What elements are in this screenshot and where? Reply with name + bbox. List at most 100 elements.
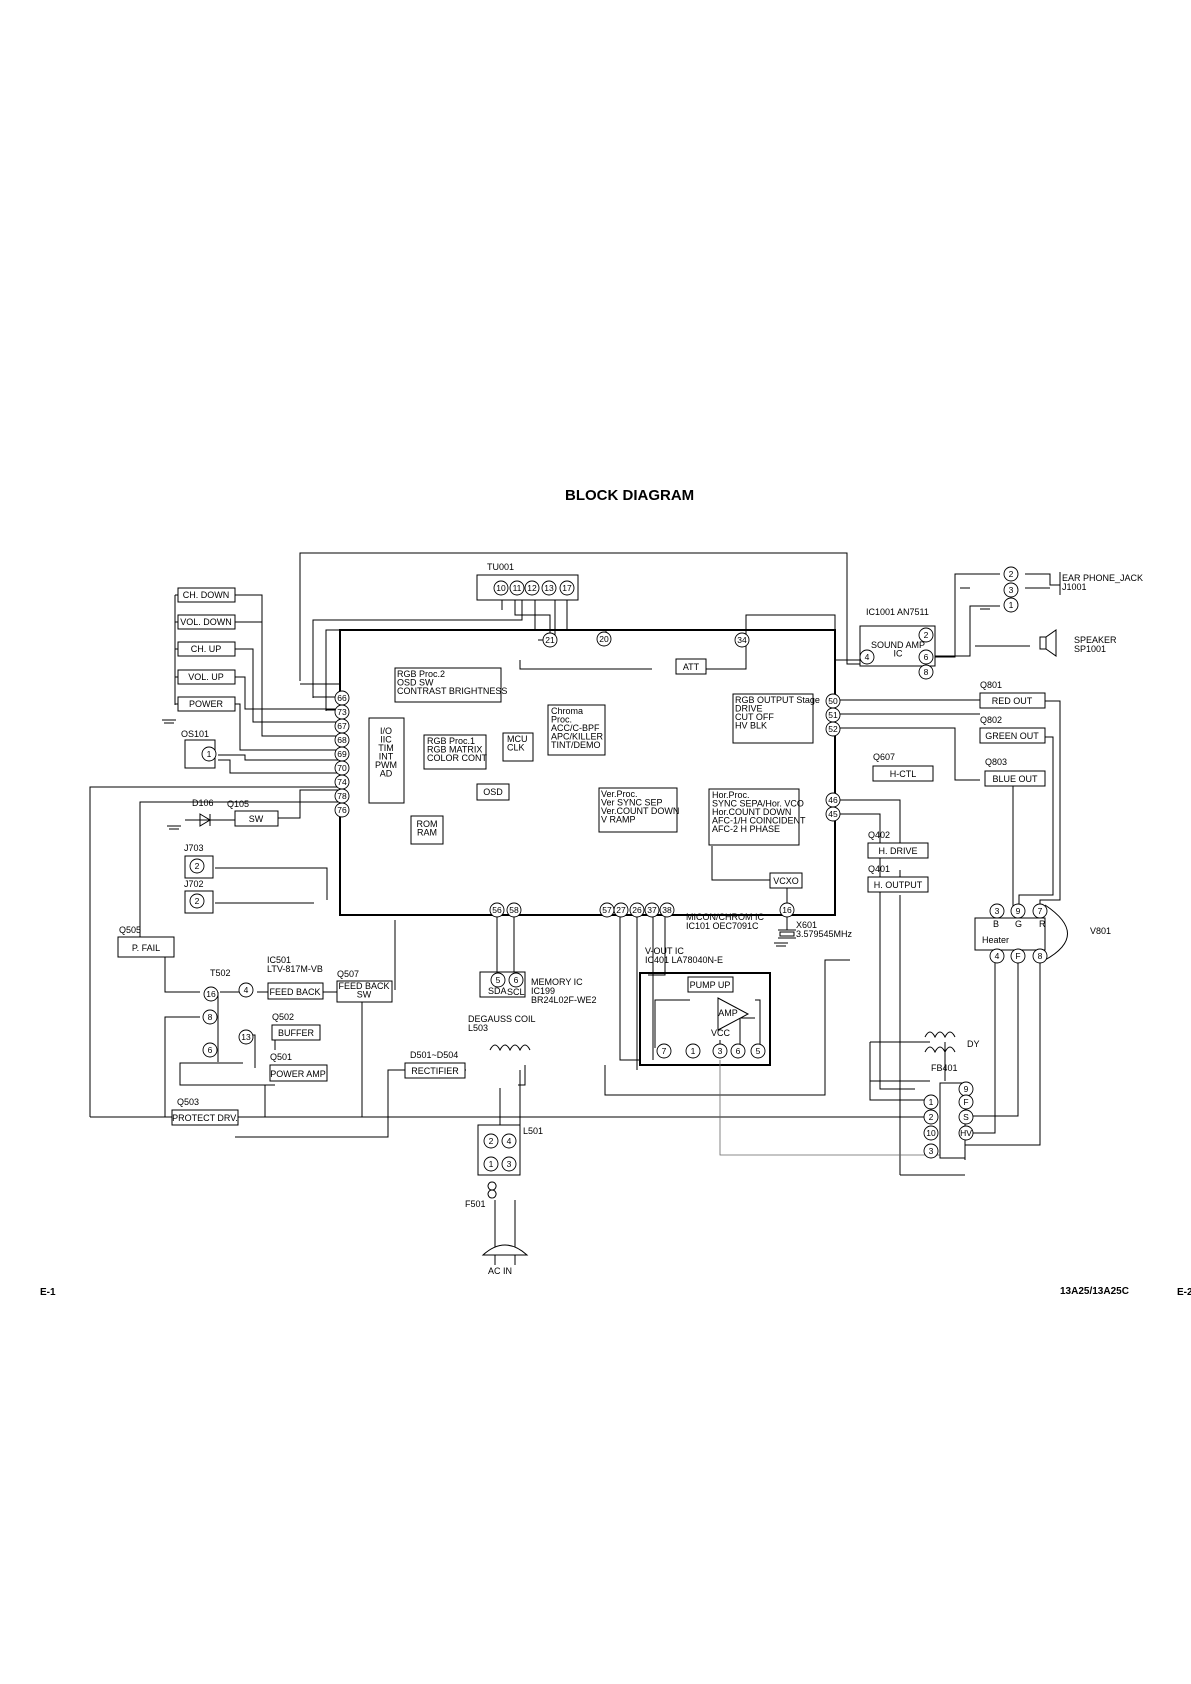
pin-6: 6: [202, 1042, 218, 1058]
pin-number: 2: [195, 896, 200, 906]
box-label-vcxo-line: VCXO: [773, 876, 799, 886]
pin-circle: [730, 1043, 746, 1059]
pin-circle: [189, 893, 205, 909]
footer-right: E-2: [1177, 1287, 1191, 1298]
box-label-power-amp-line: POWER AMP: [270, 1069, 326, 1079]
pin-circle: [923, 1125, 939, 1141]
label-q801: Q801: [980, 680, 1002, 690]
pin-56: 56: [489, 902, 505, 918]
pin-70: 70: [334, 760, 350, 776]
label-q607: Q607: [873, 752, 895, 762]
pin-number: 2: [489, 1136, 494, 1146]
box-label-ver-proc-line: Ver.COUNT DOWN: [601, 806, 679, 816]
label-memory-line: IC199: [531, 986, 555, 996]
pin-circle: [644, 902, 660, 918]
box-label-rectifier-line: RECTIFIER: [411, 1066, 459, 1076]
pin-number: 4: [865, 652, 870, 662]
label-crt-r-line: R: [1039, 919, 1046, 929]
pin-5: 5: [490, 972, 506, 988]
box-rectifier: [404, 1062, 466, 1079]
label-ic1001: IC1001 AN7511: [866, 607, 929, 617]
pin-circle: [1003, 566, 1019, 582]
pin-circle: [1003, 582, 1019, 598]
label-d106-line: D106: [192, 798, 214, 808]
pin-number: 3: [929, 1146, 934, 1156]
label-t502-line: T502: [210, 968, 231, 978]
label-q505-line: Q505: [119, 925, 141, 935]
pin-circle: [825, 806, 841, 822]
box-label-h-ctl: H-CTL: [890, 769, 917, 779]
pin-number: 9: [964, 1084, 969, 1094]
box-label-ver-proc-line: V RAMP: [601, 815, 636, 825]
label-vcc: VCC: [711, 1028, 731, 1038]
dy-coil-icon: [924, 1031, 956, 1039]
pin-6: 6: [918, 649, 934, 665]
box-label-power-line: POWER: [189, 699, 224, 709]
label-crt-g: G: [1015, 919, 1022, 929]
box-label-ver-proc-line: Ver SYNC SEP: [601, 798, 663, 808]
label-micon-line: MICON/CHROM IC: [686, 912, 764, 922]
pin-circle: [189, 858, 205, 874]
pin-circle: [238, 982, 254, 998]
pin-2: 2: [189, 858, 205, 874]
pin-6: 6: [508, 972, 524, 988]
box-label-io-line: I/O: [380, 726, 392, 736]
box-label-blue-out-line: BLUE OUT: [992, 774, 1038, 784]
pin-10: 10: [923, 1125, 939, 1141]
box-vol-down: [177, 614, 236, 630]
pin-2: 2: [189, 893, 205, 909]
pin-51: 51: [825, 707, 841, 723]
label-v801: V801: [1090, 926, 1111, 936]
pin-circle: [734, 632, 750, 648]
box-label-h-drive: H. DRIVE: [878, 846, 917, 856]
box-power: [177, 696, 236, 712]
pin-number: 34: [737, 635, 747, 645]
label-crt-b: B: [993, 919, 999, 929]
label-sda-line: SDA: [488, 986, 507, 996]
pin-circle: [825, 721, 841, 737]
box-osd: [476, 783, 510, 801]
label-crt-b-line: B: [993, 919, 999, 929]
box-label-chroma-line: Chroma: [551, 706, 583, 716]
box-label-rgb-out-stage-line: CUT OFF: [735, 712, 774, 722]
box-chroma: [547, 704, 606, 756]
label-l501-line: L501: [523, 1126, 543, 1136]
box-pump-up: [687, 976, 734, 993]
label-speaker-line: SP1001: [1074, 644, 1106, 654]
pin-13: 13: [541, 580, 557, 596]
pin-1: 1: [201, 746, 217, 762]
pin-circle: [859, 649, 875, 665]
pin-number: 13: [241, 1032, 251, 1042]
label-q401-line: Q401: [868, 864, 890, 874]
label-speaker-line: SPEAKER: [1074, 635, 1117, 645]
box-label-io-line: PWM: [375, 760, 397, 770]
pin-number: 2: [929, 1112, 934, 1122]
pin-circle: [202, 1042, 218, 1058]
pin-number: F: [1015, 951, 1020, 961]
label-vcc-line: VCC: [711, 1028, 731, 1038]
box-label-buffer: BUFFER: [278, 1028, 315, 1038]
pin-circle: [1003, 597, 1019, 613]
box-ver-proc: [598, 787, 678, 833]
box-label-rgb-proc1-line: RGB MATRIX: [427, 745, 482, 755]
box-label-amp: AMP: [718, 1008, 738, 1018]
box-label-chroma-line: TINT/DEMO: [551, 740, 601, 750]
pin-73: 73: [334, 704, 350, 720]
box-label-rectifier: RECTIFIER: [411, 1066, 459, 1076]
pin-50: 50: [825, 693, 841, 709]
pin-number: 69: [337, 749, 347, 759]
pin-circle: [958, 1094, 974, 1110]
pin-16: 16: [779, 902, 795, 918]
label-ic501-line: LTV-817M-VB: [267, 964, 323, 974]
pin-circle: [334, 802, 350, 818]
box-label-io-line: IIC: [380, 735, 392, 745]
pin-number: 68: [337, 735, 347, 745]
label-crt-r: R: [1039, 919, 1046, 929]
box-label-ver-proc-line: Ver.Proc.: [601, 789, 638, 799]
